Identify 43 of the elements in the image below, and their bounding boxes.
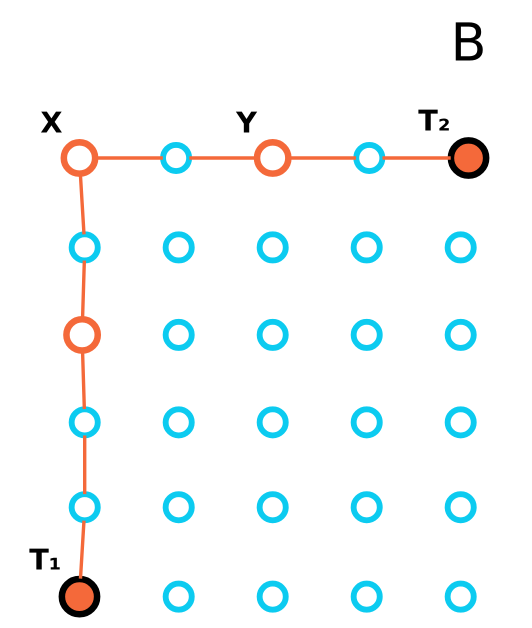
connector — [78, 520, 86, 579]
node-circle — [160, 142, 192, 174]
node-circle — [68, 406, 100, 438]
connector — [188, 156, 256, 160]
node-circle — [68, 491, 100, 524]
node-circle — [162, 231, 194, 264]
connector — [80, 260, 86, 320]
node-circle — [256, 231, 288, 264]
node-circle — [444, 231, 476, 264]
node-circle — [60, 139, 98, 177]
node-circle — [68, 231, 100, 264]
node-circle — [253, 139, 292, 177]
connector — [288, 156, 356, 160]
node-label: Y — [236, 106, 256, 140]
node-circle — [444, 580, 476, 613]
node-circle — [162, 406, 194, 438]
node-label: T₂ — [418, 104, 450, 138]
node-circle — [256, 318, 288, 351]
connector — [82, 435, 86, 494]
node-circle — [352, 142, 385, 174]
label: B — [450, 14, 486, 74]
node-circle — [162, 491, 194, 524]
node-circle — [256, 406, 288, 438]
node-circle — [58, 576, 100, 618]
node-label: T₁ — [28, 542, 61, 576]
connector — [80, 350, 86, 410]
node-circle — [444, 491, 476, 524]
node-circle — [256, 580, 288, 613]
node-circle — [350, 491, 382, 524]
connector — [382, 156, 450, 160]
node-circle — [350, 580, 382, 613]
node-circle — [162, 580, 194, 613]
node-circle — [350, 231, 382, 264]
node-circle — [350, 318, 382, 351]
node-circle — [256, 491, 288, 524]
node-label: X — [40, 106, 62, 140]
node-circle — [62, 316, 101, 354]
connector — [78, 174, 86, 234]
node-circle — [350, 406, 382, 438]
node-circle — [447, 137, 489, 179]
node-circle — [162, 318, 194, 351]
node-circle — [444, 318, 476, 351]
node-circle — [444, 406, 476, 438]
